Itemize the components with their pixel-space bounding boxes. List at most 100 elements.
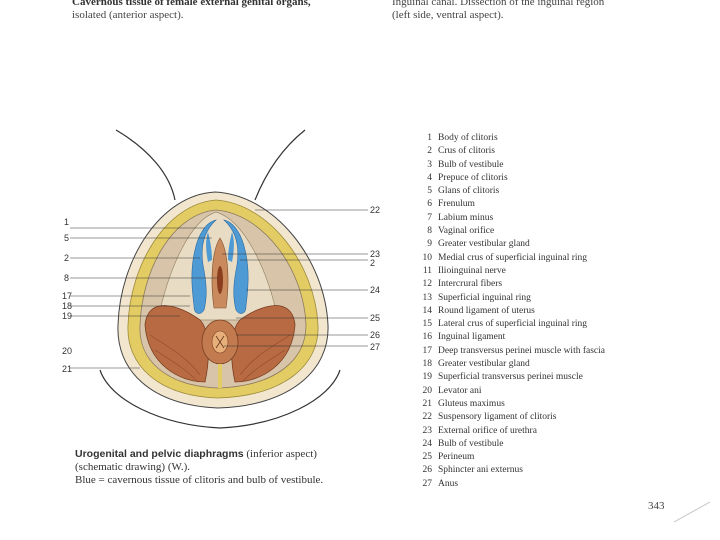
legend-number: 19	[422, 372, 433, 383]
legend-text: Bulb of vestibule	[438, 159, 504, 170]
legend-number: 11	[422, 265, 432, 276]
caption-title: Urogenital and pelvic diaphragms (inferi…	[75, 448, 395, 461]
legend-text: Crus of clitoris	[438, 146, 495, 157]
legend-number: 20	[422, 385, 433, 396]
legend-text: Superficial inguinal ring	[438, 292, 531, 303]
legend-number: 26	[422, 465, 433, 476]
legend-number: 4	[427, 172, 432, 183]
figure-label-right: 24	[370, 285, 381, 295]
legend-item: 25 Perineum	[418, 451, 678, 464]
figure-label-left: 5	[64, 233, 70, 243]
top-caption-right-line1: Inguinal canal. Dissection of the inguin…	[392, 0, 605, 8]
legend-text: Inguinal ligament	[438, 332, 506, 343]
legend-item: 7 Labium minus	[418, 212, 678, 225]
figure-label-left: 19	[62, 311, 73, 321]
legend-text: Vaginal orifice	[438, 226, 495, 237]
legend-number: 13	[422, 292, 433, 303]
legend-text: Deep transversus perinei muscle with fas…	[438, 345, 605, 356]
legend-number: 17	[422, 345, 433, 356]
legend-number: 3	[427, 159, 432, 170]
legend-number: 24	[422, 438, 433, 449]
figure-label-left: 18	[62, 301, 73, 311]
legend-text: Medial crus of superficial inguinal ring	[438, 252, 588, 263]
legend-number: 6	[427, 199, 432, 210]
legend-item: 2 Crus of clitoris	[418, 145, 678, 158]
top-caption-left: Cavernous tissue of female external geni…	[72, 0, 372, 22]
legend-number: 23	[422, 425, 433, 436]
legend-item: 6 Frenulum	[418, 198, 678, 211]
perineum-illustration	[70, 129, 368, 429]
legend-item: 20 Levator ani	[418, 385, 678, 398]
figure-label-right: 26	[370, 330, 381, 340]
legend-text: Labium minus	[438, 212, 494, 223]
legend-text: Frenulum	[438, 199, 475, 210]
legend-item: 27 Anus	[418, 478, 678, 491]
legend-item: 8 Vaginal orifice	[418, 225, 678, 238]
legend-text: Glans of clitoris	[438, 186, 500, 197]
legend-number: 21	[422, 398, 433, 409]
legend-number: 12	[422, 279, 433, 290]
figure-label-right: 23	[370, 249, 381, 259]
legend-text: Sphincter ani externus	[438, 465, 523, 476]
page-number: 343	[648, 500, 665, 512]
legend-text: Body of clitoris	[438, 133, 498, 143]
legend-text: Levator ani	[438, 385, 482, 396]
legend-item: 3 Bulb of vestibule	[418, 159, 678, 172]
legend-number: 2	[427, 146, 432, 157]
legend-number: 1	[427, 133, 432, 143]
legend-text: Superficial transversus perinei muscle	[438, 372, 583, 383]
legend-item: 24 Bulb of vestibule	[418, 438, 678, 451]
legend-number: 8	[427, 226, 432, 237]
legend-number: 14	[422, 305, 433, 316]
legend-item: 12 Intercrural fibers	[418, 278, 678, 291]
figure-label-left: 21	[62, 364, 73, 374]
legend-item: 1 Body of clitoris	[418, 132, 678, 145]
legend-item: 14 Round ligament of uterus	[418, 305, 678, 318]
legend-item: 15 Lateral crus of superficial inguinal r…	[418, 318, 678, 331]
legend-number: 16	[422, 332, 433, 343]
legend-item: 16 Inguinal ligament	[418, 331, 678, 344]
figure-label-right: 25	[370, 313, 381, 323]
figure-label-left: 1	[64, 217, 70, 227]
corner-mark	[673, 501, 711, 523]
figure-label-left: 8	[64, 273, 70, 283]
legend-text: Greater vestibular gland	[438, 359, 530, 370]
legend-text: Intercrural fibers	[438, 279, 503, 290]
legend-item: 19 Superficial transversus perinei muscle	[418, 371, 678, 384]
legend-text: Prepuce of clitoris	[438, 172, 508, 183]
legend-text: Perineum	[438, 452, 475, 463]
legend-item: 26 Sphincter ani externus	[418, 464, 678, 477]
legend-number: 5	[427, 186, 432, 197]
legend-number: 15	[422, 319, 433, 330]
top-caption-left-line1: Cavernous tissue of female external geni…	[72, 0, 311, 8]
top-caption-left-line2: isolated (anterior aspect).	[72, 9, 184, 21]
anatomical-figure: 1 5 2 8 17 18 19 20 21 22 23 2 24 25 26 …	[40, 120, 400, 440]
legend-item: 5 Glans of clitoris	[418, 185, 678, 198]
caption-line2: (schematic drawing) (W.).	[75, 461, 191, 473]
legend-text: Lateral crus of superficial inguinal rin…	[438, 319, 588, 330]
legend-text: Bulb of vestibule	[438, 438, 504, 449]
legend-number: 22	[422, 412, 433, 423]
figure-label-right: 27	[370, 342, 381, 352]
figure-caption: Urogenital and pelvic diaphragms (inferi…	[75, 448, 395, 487]
figure-label-right: 22	[370, 205, 381, 215]
legend-number: 27	[422, 478, 433, 489]
legend-item: 11 Ilioinguinal nerve	[418, 265, 678, 278]
legend-text: Ilioinguinal nerve	[438, 265, 506, 276]
legend-text: Anus	[438, 478, 459, 489]
legend-text: External orifice of urethra	[438, 425, 537, 436]
legend-text: Round ligament of uterus	[438, 305, 535, 316]
figure-label-right: 2	[370, 258, 376, 268]
legend-text: Gluteus maximus	[438, 398, 505, 409]
legend-item: 23 External orifice of urethra	[418, 425, 678, 438]
legend-number: 7	[427, 212, 432, 223]
figure-label-left: 17	[62, 291, 73, 301]
legend-item: 21 Gluteus maximus	[418, 398, 678, 411]
figure-label-left: 2	[64, 253, 70, 263]
legend-number: 25	[422, 452, 433, 463]
